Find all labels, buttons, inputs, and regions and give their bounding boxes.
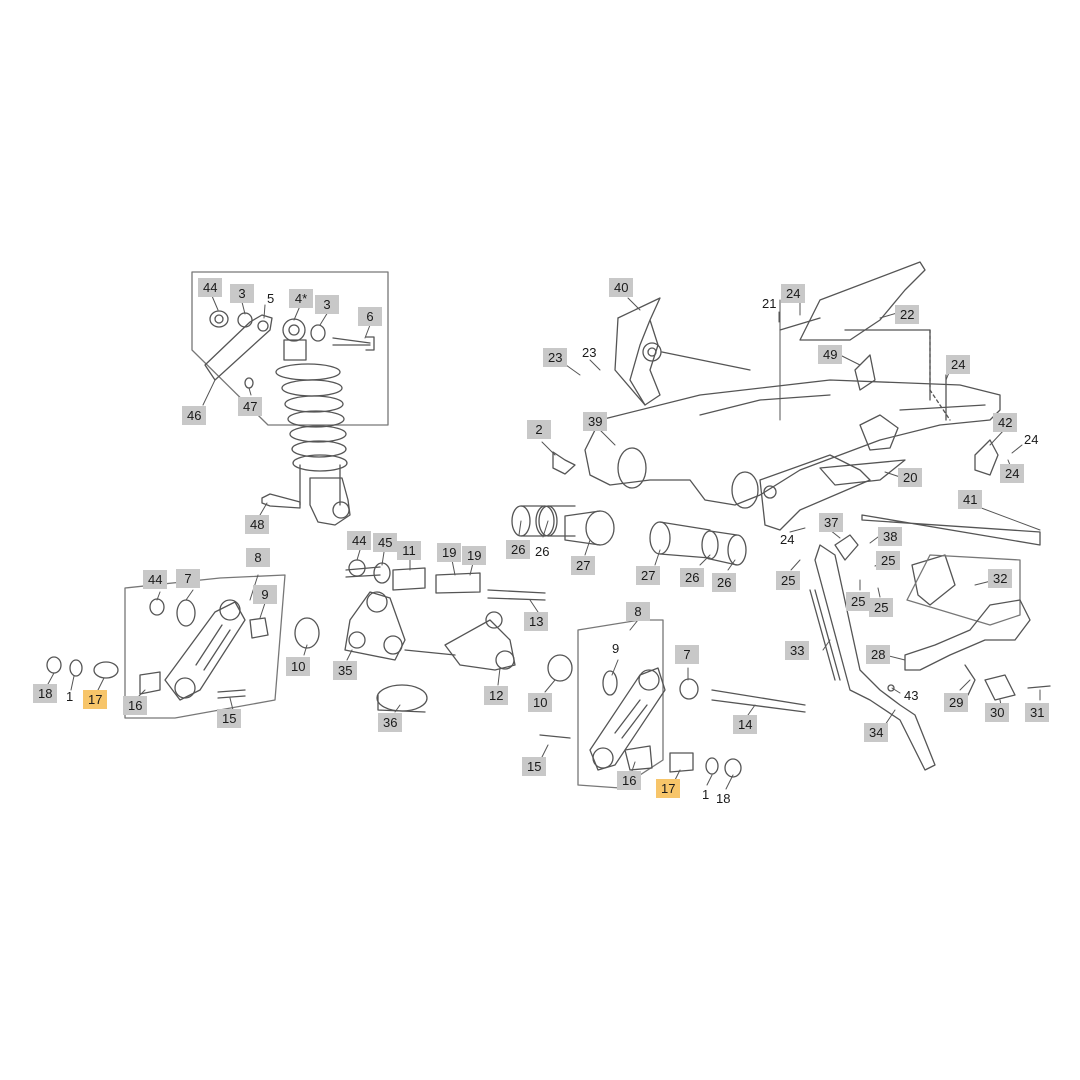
callout-7-left[interactable]: 7 (176, 569, 200, 588)
callout-3-shock-right[interactable]: 3 (315, 295, 339, 314)
callout-5[interactable]: 5 (267, 291, 275, 306)
callout-20[interactable]: 20 (898, 468, 923, 487)
callout-30[interactable]: 30 (985, 703, 1010, 722)
callout-15-right[interactable]: 15 (522, 757, 547, 776)
callout-41[interactable]: 41 (958, 490, 983, 509)
callout-16-right[interactable]: 16 (617, 771, 642, 790)
callout-25-b[interactable]: 25 (776, 571, 801, 590)
callout-14[interactable]: 14 (733, 715, 758, 734)
callout-17-right-highlighted[interactable]: 17 (656, 779, 681, 798)
callout-39[interactable]: 39 (583, 412, 608, 431)
callout-6[interactable]: 6 (358, 307, 382, 326)
callout-37[interactable]: 37 (819, 513, 844, 532)
callout-44-link-left[interactable]: 44 (143, 570, 168, 589)
callout-26-d[interactable]: 26 (712, 573, 737, 592)
callout-32[interactable]: 32 (988, 569, 1013, 588)
callout-23-right[interactable]: 23 (582, 345, 597, 360)
callout-47[interactable]: 47 (238, 397, 263, 416)
callout-7-right[interactable]: 7 (675, 645, 699, 664)
swingarm-group (552, 261, 1041, 546)
shock-absorber-group (191, 271, 389, 526)
callout-26-b[interactable]: 26 (535, 544, 550, 559)
callout-10-right[interactable]: 10 (528, 693, 553, 712)
callout-24-stand[interactable]: 24 (780, 532, 795, 547)
callout-15-left[interactable]: 15 (217, 709, 242, 728)
callout-24-right-a[interactable]: 24 (1024, 432, 1039, 447)
callout-29[interactable]: 29 (944, 693, 969, 712)
callout-42[interactable]: 42 (993, 413, 1018, 432)
callout-13[interactable]: 13 (524, 612, 549, 631)
callout-23-left[interactable]: 23 (543, 348, 568, 367)
right-linkage-group (539, 619, 806, 789)
callout-16-left[interactable]: 16 (123, 696, 148, 715)
callout-2[interactable]: 2 (527, 420, 551, 439)
callout-3-shock-left[interactable]: 3 (230, 284, 254, 303)
side-stand-group (809, 534, 1051, 771)
callout-22[interactable]: 22 (895, 305, 920, 324)
callout-25-a[interactable]: 25 (876, 551, 901, 570)
callout-35[interactable]: 35 (333, 661, 358, 680)
callout-44-link-mid[interactable]: 44 (347, 531, 372, 550)
bearings-group (511, 505, 747, 566)
callout-8-right[interactable]: 8 (626, 602, 650, 621)
callout-1-right[interactable]: 1 (702, 787, 710, 802)
callout-46[interactable]: 46 (182, 406, 207, 425)
callout-27-b[interactable]: 27 (636, 566, 661, 585)
callout-49[interactable]: 49 (818, 345, 843, 364)
callout-19-a[interactable]: 19 (437, 543, 462, 562)
callout-34[interactable]: 34 (864, 723, 889, 742)
callout-25-d[interactable]: 25 (869, 598, 894, 617)
callout-8-left[interactable]: 8 (246, 548, 270, 567)
callout-26-c[interactable]: 26 (680, 568, 705, 587)
callout-24-right-b[interactable]: 24 (1000, 464, 1025, 483)
callout-36[interactable]: 36 (378, 713, 403, 732)
callout-24-top[interactable]: 24 (781, 284, 806, 303)
callout-12[interactable]: 12 (484, 686, 509, 705)
callout-18-left[interactable]: 18 (33, 684, 58, 703)
callout-44-shock[interactable]: 44 (198, 278, 223, 297)
callout-9-left[interactable]: 9 (253, 585, 277, 604)
callout-4-star[interactable]: 4* (289, 289, 313, 308)
callout-27-a[interactable]: 27 (571, 556, 596, 575)
callout-1-left[interactable]: 1 (66, 689, 74, 704)
callout-48[interactable]: 48 (245, 515, 270, 534)
callout-28[interactable]: 28 (866, 645, 891, 664)
callout-38[interactable]: 38 (878, 527, 903, 546)
callout-19-b[interactable]: 19 (462, 546, 487, 565)
callout-24-upper-right[interactable]: 24 (946, 355, 971, 374)
callout-10-left[interactable]: 10 (286, 657, 311, 676)
callout-26-a[interactable]: 26 (506, 540, 531, 559)
callout-33[interactable]: 33 (785, 641, 810, 660)
callout-43[interactable]: 43 (904, 688, 919, 703)
callout-18-right[interactable]: 18 (716, 791, 731, 806)
callout-45[interactable]: 45 (373, 533, 398, 552)
callout-11[interactable]: 11 (397, 541, 421, 560)
callout-9-right[interactable]: 9 (612, 641, 620, 656)
callout-17-left-highlighted[interactable]: 17 (83, 690, 108, 709)
callout-40[interactable]: 40 (609, 278, 634, 297)
callout-31[interactable]: 31 (1025, 703, 1050, 722)
callout-25-c[interactable]: 25 (846, 592, 871, 611)
left-linkage-group (46, 559, 546, 719)
callout-21[interactable]: 21 (762, 296, 777, 311)
